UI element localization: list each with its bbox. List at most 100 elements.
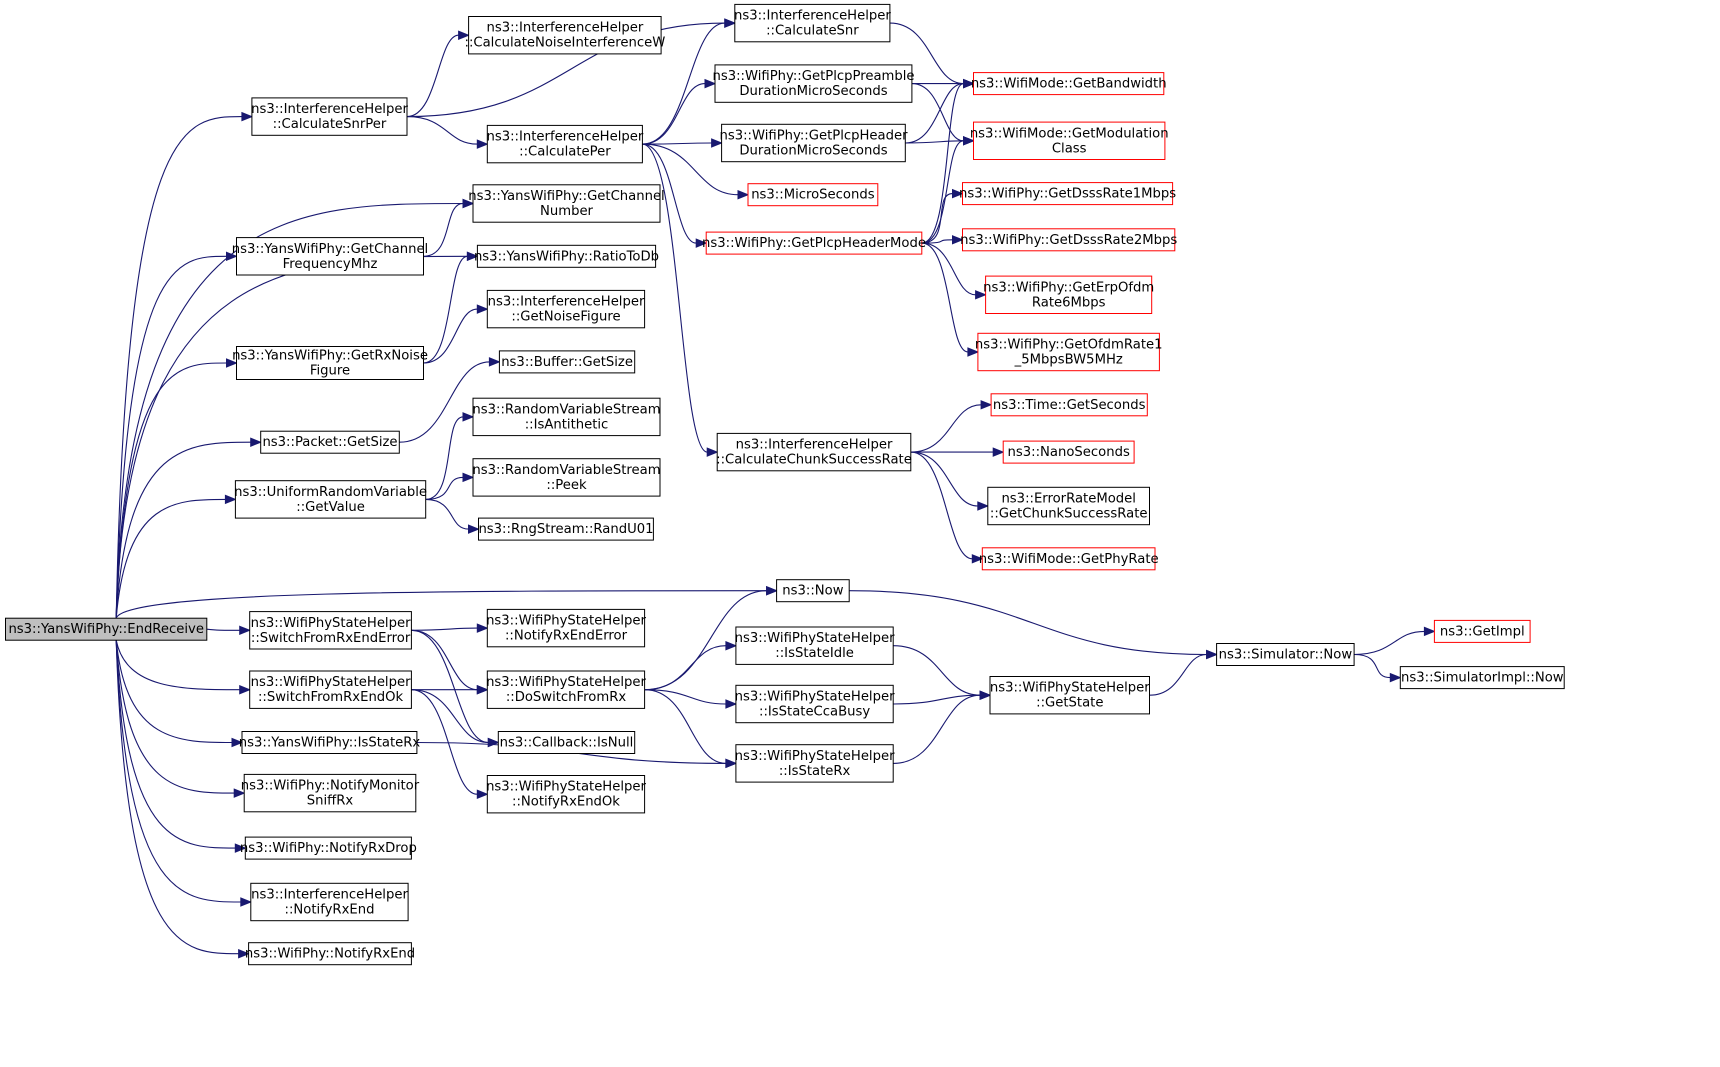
node-notrxdrop[interactable]: ns3::WifiPhy::NotifyRxDrop <box>240 836 417 860</box>
node-peek[interactable]: ns3::RandomVariableStream::Peek <box>472 458 661 497</box>
node-hdrmode[interactable]: ns3::WifiPhy::GetPlcpHeaderMode <box>702 231 926 255</box>
node-box[interactable] <box>1002 440 1135 464</box>
node-box[interactable] <box>497 731 636 754</box>
node-box[interactable] <box>234 480 427 519</box>
node-box[interactable] <box>735 744 894 783</box>
node-bufsize[interactable]: ns3::Buffer::GetSize <box>498 350 636 374</box>
node-ihnotrxend[interactable]: ns3::InterferenceHelper::NotifyRxEnd <box>250 882 409 922</box>
node-box[interactable] <box>486 775 646 814</box>
node-box[interactable] <box>241 731 418 754</box>
node-box[interactable] <box>973 121 1166 160</box>
node-csnr[interactable]: ns3::InterferenceHelper::CalculateSnr <box>734 3 891 43</box>
node-box[interactable] <box>243 773 417 813</box>
node-box[interactable] <box>977 332 1160 372</box>
node-notrxok[interactable]: ns3::WifiPhyStateHelper::NotifyRxEndOk <box>486 775 646 814</box>
node-pktsize[interactable]: ns3::Packet::GetSize <box>260 430 400 454</box>
node-simimplnow[interactable]: ns3::SimulatorImpl::Now <box>1399 666 1565 690</box>
node-box[interactable] <box>472 184 661 223</box>
node-box[interactable] <box>486 608 646 648</box>
node-box[interactable] <box>714 64 913 103</box>
node-box[interactable] <box>250 882 409 922</box>
node-box[interactable] <box>962 182 1174 206</box>
node-box[interactable] <box>236 346 424 380</box>
node-cniw[interactable]: ns3::InterferenceHelper::CalculateNoiseI… <box>465 16 666 55</box>
node-box[interactable] <box>248 942 412 966</box>
node-box[interactable] <box>486 289 646 329</box>
node-box[interactable] <box>251 97 408 136</box>
node-preamble[interactable]: ns3::WifiPhy::GetPlcpPreambleDurationMic… <box>712 64 915 103</box>
node-getimpl[interactable]: ns3::GetImpl <box>1433 619 1531 643</box>
node-box[interactable] <box>973 72 1165 96</box>
node-box[interactable] <box>478 517 654 541</box>
node-isccabusy[interactable]: ns3::WifiPhyStateHelper::IsStateCcaBusy <box>735 684 895 724</box>
node-box[interactable] <box>1433 619 1531 643</box>
node-box[interactable] <box>244 836 412 860</box>
node-isanti[interactable]: ns3::RandomVariableStream::IsAntithetic <box>472 397 661 437</box>
node-isidle[interactable]: ns3::WifiPhyStateHelper::IsStateIdle <box>735 626 895 665</box>
node-csnrper[interactable]: ns3::InterferenceHelper::CalculateSnrPer <box>251 97 408 136</box>
node-box[interactable] <box>498 350 636 374</box>
node-micro[interactable]: ns3::MicroSeconds <box>747 183 879 207</box>
node-box[interactable] <box>716 432 912 472</box>
node-box[interactable] <box>249 611 412 650</box>
node-simnow[interactable]: ns3::Simulator::Now <box>1216 643 1355 666</box>
node-box[interactable] <box>486 124 643 164</box>
node-box[interactable] <box>1216 643 1355 666</box>
node-noisefig[interactable]: ns3::InterferenceHelper::GetNoiseFigure <box>486 289 646 329</box>
node-box[interactable] <box>985 275 1153 315</box>
node-swrxerr[interactable]: ns3::WifiPhyStateHelper::SwitchFromRxEnd… <box>249 611 412 650</box>
node-doswitch[interactable]: ns3::WifiPhyStateHelper::DoSwitchFromRx <box>486 670 646 709</box>
node-ofdm15[interactable]: ns3::WifiPhy::GetOfdmRate1_5MbpsBW5MHz <box>975 332 1163 372</box>
node-phyrate[interactable]: ns3::WifiMode::GetPhyRate <box>979 547 1159 571</box>
node-now[interactable]: ns3::Now <box>776 579 850 603</box>
node-nano[interactable]: ns3::NanoSeconds <box>1002 440 1135 464</box>
node-box[interactable] <box>705 231 923 255</box>
node-swrxok[interactable]: ns3::WifiPhyStateHelper::SwitchFromRxEnd… <box>249 670 412 709</box>
node-timesec[interactable]: ns3::Time::GetSeconds <box>990 393 1148 417</box>
node-box[interactable] <box>476 244 657 268</box>
node-ermchunk[interactable]: ns3::ErrorRateModel::GetChunkSuccessRate <box>987 486 1150 526</box>
node-cbisnull[interactable]: ns3::Callback::IsNull <box>497 731 636 754</box>
node-box[interactable] <box>776 579 850 603</box>
node-box[interactable] <box>5 617 208 641</box>
node-box[interactable] <box>734 3 891 43</box>
node-box[interactable] <box>486 670 646 709</box>
node-box[interactable] <box>735 626 894 665</box>
node-box[interactable] <box>747 183 879 207</box>
node-dsss2[interactable]: ns3::WifiPhy::GetDsssRate2Mbps <box>960 228 1177 252</box>
node-box[interactable] <box>735 684 894 724</box>
node-box[interactable] <box>981 547 1156 571</box>
node-root[interactable]: ns3::YansWifiPhy::EndReceive <box>5 617 208 641</box>
node-wpnotrxend[interactable]: ns3::WifiPhy::NotifyRxEnd <box>245 942 415 966</box>
node-urvget[interactable]: ns3::UniformRandomVariable::GetValue <box>234 480 427 519</box>
node-box[interactable] <box>472 458 661 497</box>
node-box[interactable] <box>721 123 906 163</box>
node-box[interactable] <box>987 486 1150 526</box>
node-box[interactable] <box>989 676 1150 715</box>
node-dsss1[interactable]: ns3::WifiPhy::GetDsssRate1Mbps <box>959 182 1176 206</box>
node-notrxerr[interactable]: ns3::WifiPhyStateHelper::NotifyRxEndErro… <box>486 608 646 648</box>
node-box[interactable] <box>990 393 1148 417</box>
node-yisstaterx[interactable]: ns3::YansWifiPhy::IsStateRx <box>239 731 421 754</box>
node-cper[interactable]: ns3::InterferenceHelper::CalculatePer <box>486 124 644 164</box>
node-box[interactable] <box>468 16 662 55</box>
node-box[interactable] <box>260 430 400 454</box>
node-ccsr[interactable]: ns3::InterferenceHelper::CalculateChunkS… <box>716 432 912 472</box>
node-box[interactable] <box>962 228 1176 252</box>
node-header[interactable]: ns3::WifiPhy::GetPlcpHeaderDurationMicro… <box>719 123 908 163</box>
node-wisstaterx[interactable]: ns3::WifiPhyStateHelper::IsStateRx <box>735 744 895 783</box>
node-box[interactable] <box>236 237 424 276</box>
node-box[interactable] <box>472 397 661 437</box>
node-box[interactable] <box>249 670 412 709</box>
node-bandwidth[interactable]: ns3::WifiMode::GetBandwidth <box>971 72 1167 96</box>
node-ratiodb[interactable]: ns3::YansWifiPhy::RatioToDb <box>474 244 659 268</box>
node-randu01[interactable]: ns3::RngStream::RandU01 <box>478 517 654 541</box>
node-getstate[interactable]: ns3::WifiPhyStateHelper::GetState <box>989 676 1150 715</box>
node-box[interactable] <box>1399 666 1565 690</box>
